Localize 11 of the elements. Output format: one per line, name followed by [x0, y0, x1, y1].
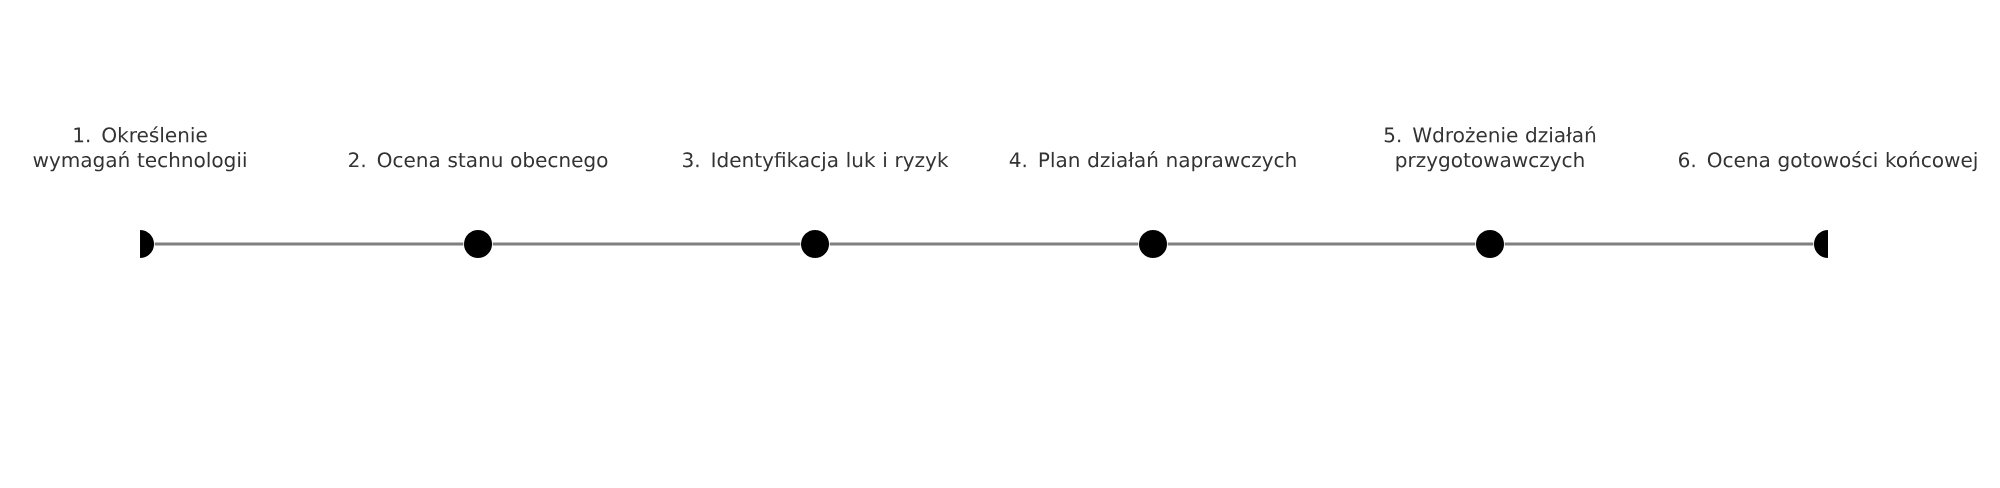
milestone-label: 4. Plan działań naprawczych	[1009, 151, 1296, 172]
timeline-line	[1504, 242, 1814, 246]
timeline-line	[492, 242, 801, 246]
timeline-line	[1167, 242, 1476, 246]
milestone-label: 5. Wdrożenie działań przygotowawczych	[1384, 126, 1596, 172]
milestone-label: 6. Ocena gotowości końcowej	[1679, 151, 1977, 172]
milestone-label: 2. Ocena stanu obecnego	[349, 151, 608, 172]
milestone-label: 3. Identyfikacja luk i ryzyk	[683, 151, 949, 172]
timeline-line	[154, 242, 464, 246]
milestone-label: 1. Określenie wymagań technologii	[33, 126, 246, 172]
timeline-line	[829, 242, 1139, 246]
